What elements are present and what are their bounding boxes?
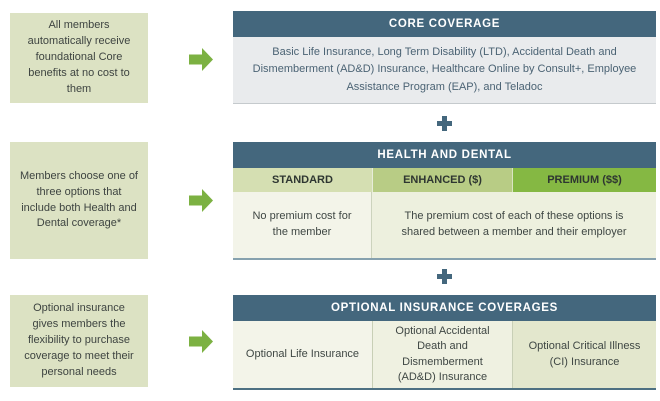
- standard-cost-cell: No premium cost for the member: [233, 192, 372, 258]
- core-note-text: All members automatically receive founda…: [27, 19, 131, 95]
- health-dental-header: HEALTH AND DENTAL: [233, 142, 656, 168]
- optional-coverages-body: Optional Life Insurance Optional Acciden…: [233, 321, 656, 390]
- health-dental-note-text: Members choose one of three options that…: [19, 169, 138, 230]
- core-coverage-header: CORE COVERAGE: [233, 11, 656, 37]
- optional-note-text: Optional insurance gives members the fle…: [24, 302, 134, 378]
- plus-icon: [437, 116, 452, 131]
- health-dental-note-box: Members choose one of three options that…: [10, 142, 148, 259]
- core-coverage-body: Basic Life Insurance, Long Term Disabili…: [233, 37, 656, 104]
- health-dental-body: No premium cost for the member The premi…: [233, 192, 656, 260]
- optional-coverages-panel: OPTIONAL INSURANCE COVERAGES Optional Li…: [233, 295, 656, 390]
- option-standard: STANDARD: [233, 168, 372, 192]
- option-enhanced: ENHANCED ($): [372, 168, 512, 192]
- optional-ci-cell: Optional Critical Illness (CI) Insurance: [512, 321, 656, 388]
- plus-icon: [437, 269, 452, 284]
- plus-connector-1: [233, 116, 656, 131]
- core-note-box: All members automatically receive founda…: [10, 13, 148, 103]
- standard-cost-text: No premium cost for the member: [252, 210, 352, 238]
- shared-cost-cell: The premium cost of each of these option…: [372, 192, 656, 258]
- optional-coverages-header: OPTIONAL INSURANCE COVERAGES: [233, 295, 656, 321]
- optional-add-cell: Optional Accidental Death and Dismemberm…: [372, 321, 512, 388]
- optional-life-cell: Optional Life Insurance: [233, 321, 372, 388]
- plus-connector-2: [233, 269, 656, 284]
- health-dental-options-row: STANDARD ENHANCED ($) PREMIUM ($$): [233, 168, 656, 192]
- core-coverage-list: Basic Life Insurance, Long Term Disabili…: [252, 46, 637, 93]
- right-arrow-icon: [189, 48, 213, 71]
- right-arrow-icon: [189, 189, 213, 212]
- option-premium: PREMIUM ($$): [512, 168, 656, 192]
- shared-cost-text: The premium cost of each of these option…: [401, 210, 627, 238]
- optional-note-box: Optional insurance gives members the fle…: [10, 295, 148, 387]
- right-arrow-icon: [189, 330, 213, 353]
- core-coverage-panel: CORE COVERAGE Basic Life Insurance, Long…: [233, 11, 656, 104]
- health-dental-panel: HEALTH AND DENTAL STANDARD ENHANCED ($) …: [233, 142, 656, 260]
